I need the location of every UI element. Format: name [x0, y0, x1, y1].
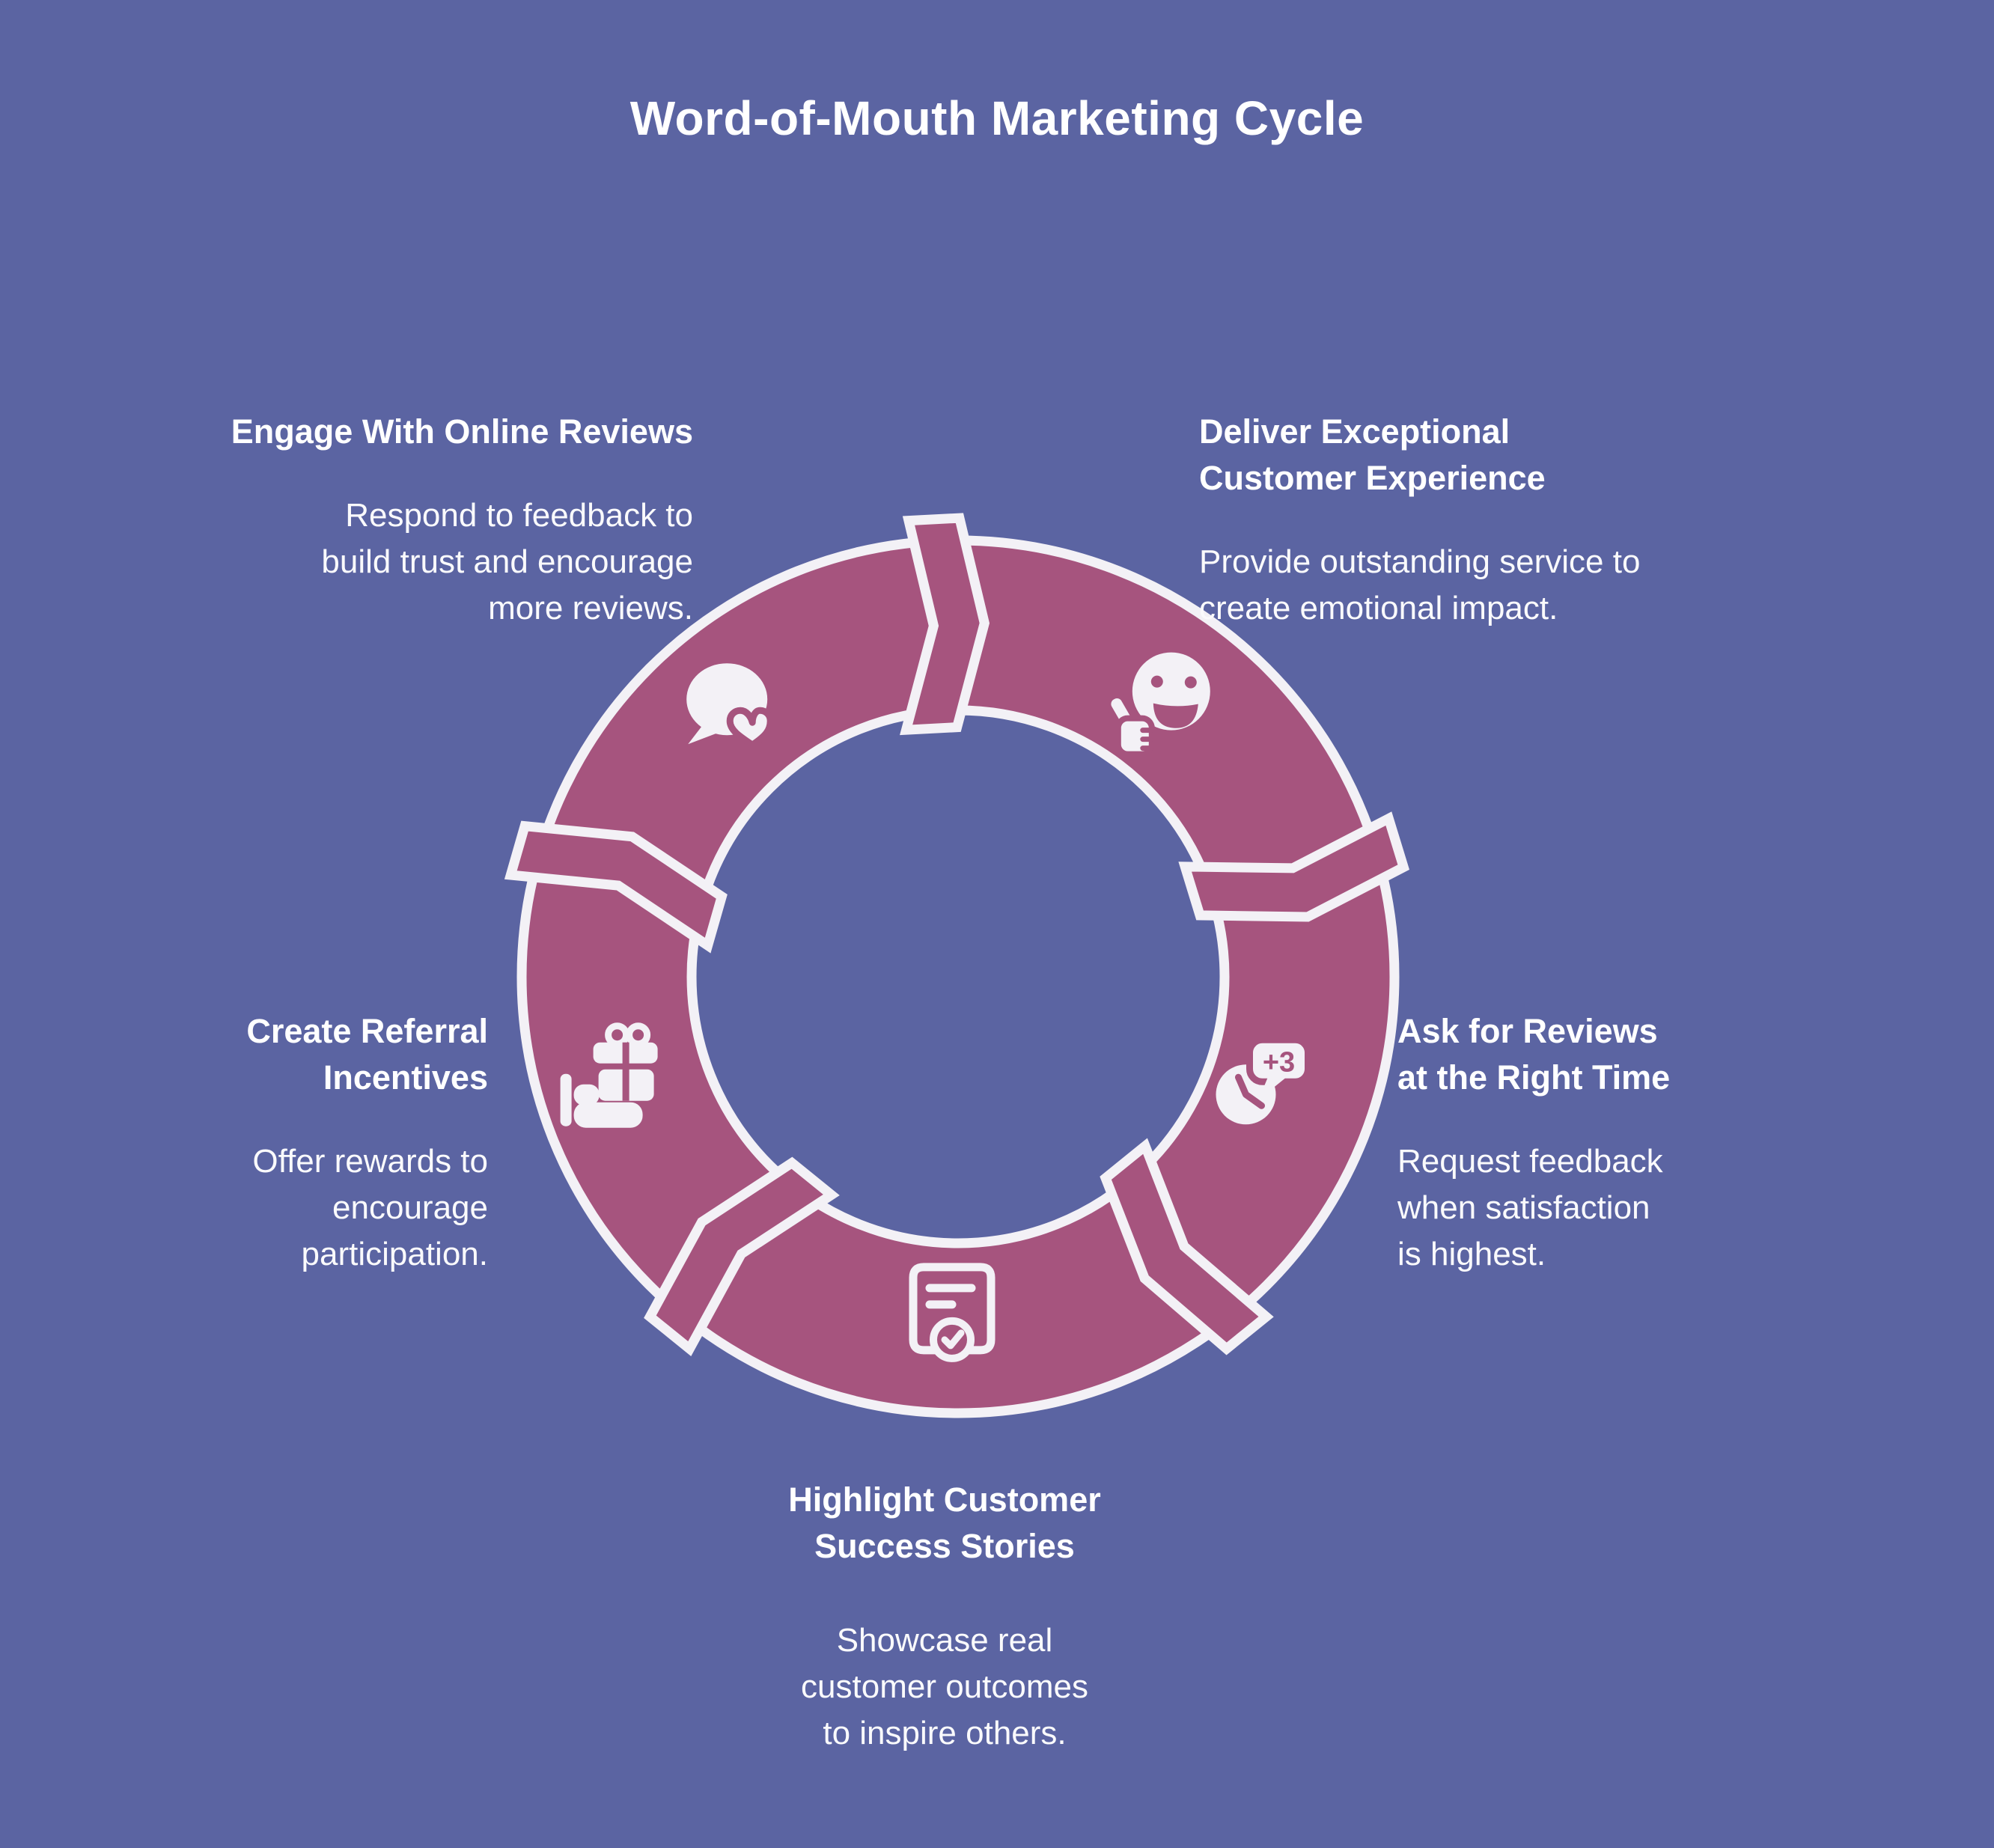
- segment-separators: [504, 513, 1410, 1356]
- step-heading: Deliver Exceptional Customer Experience: [1199, 412, 1546, 497]
- segment-separator-chevron: [644, 1156, 840, 1356]
- diagram-title: Word-of-Mouth Marketing Cycle: [629, 91, 1365, 145]
- plus-three-badge: +3: [1263, 1046, 1295, 1078]
- step-label-highlight: Highlight Customer Success Stories Showc…: [645, 1463, 1244, 1770]
- step-heading: Create Referral Incentives: [246, 1012, 488, 1097]
- segment-icons: +3: [560, 652, 1311, 1362]
- segment-separator-chevron: [900, 513, 990, 736]
- step-heading: Engage With Online Reviews: [231, 412, 693, 451]
- step-label-create: Create Referral Incentives Offer rewards…: [116, 995, 488, 1291]
- step-label-deliver: Deliver Exceptional Customer Experience …: [1199, 395, 1768, 645]
- step-heading: Ask for Reviews at the Right Time: [1397, 1012, 1671, 1097]
- step-body: Offer rewards to encourage participation…: [252, 1143, 488, 1272]
- step-body: Request feedback when satisfaction is hi…: [1397, 1143, 1663, 1272]
- clock-reviews-icon: +3: [1216, 1036, 1311, 1125]
- chat-heart-icon: [686, 663, 774, 748]
- segment-separator-chevron: [1100, 1138, 1274, 1355]
- document-check-icon: [909, 1263, 996, 1362]
- thumbs-up-smiley-icon: [1105, 652, 1210, 757]
- step-body: Showcase real customer outcomes to inspi…: [801, 1622, 1088, 1751]
- step-label-ask: Ask for Reviews at the Right Time Reques…: [1397, 995, 1832, 1291]
- segment-separator-chevron: [504, 820, 728, 954]
- step-heading: Highlight Customer Success Stories: [788, 1480, 1101, 1565]
- step-body: Respond to feedback to build trust and e…: [321, 497, 693, 626]
- segment-separator-chevron: [1178, 811, 1410, 922]
- step-body: Provide outstanding service to create em…: [1199, 543, 1641, 626]
- step-label-engage: Engage With Online Reviews Respond to fe…: [199, 395, 693, 645]
- gift-hand-icon: [560, 1022, 658, 1128]
